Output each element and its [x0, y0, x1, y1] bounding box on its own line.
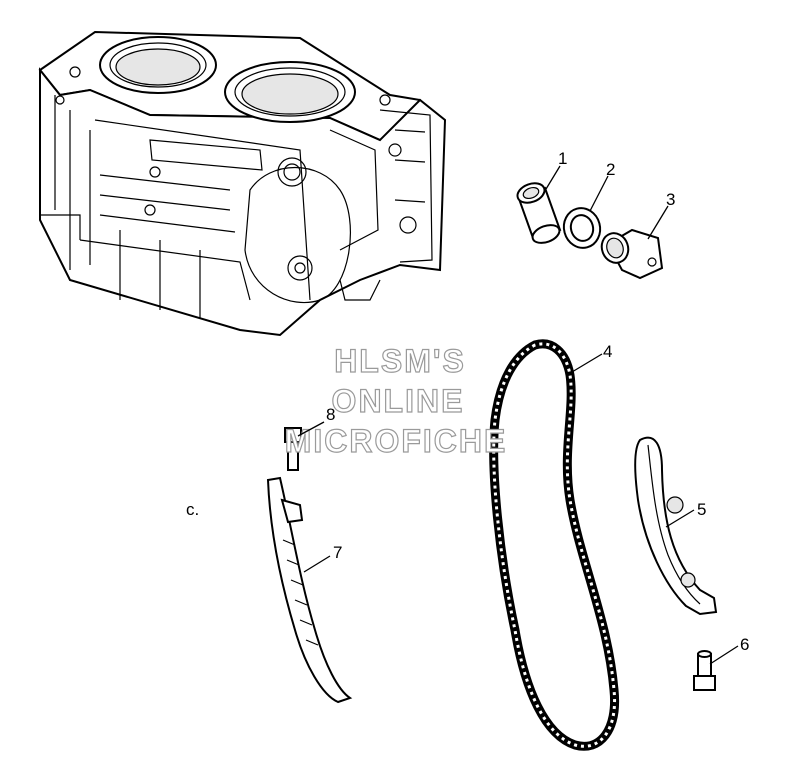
part-3-plug — [600, 228, 664, 280]
leader-3 — [647, 205, 669, 240]
watermark-line-3: MICROFICHE — [285, 423, 508, 459]
watermark-line-1: HLSM'S — [334, 343, 466, 379]
part-5-tensioner-guide — [634, 436, 718, 616]
callout-1: 1 — [558, 149, 567, 168]
callout-5: 5 — [697, 500, 706, 519]
stray-mark: c. — [186, 500, 199, 519]
leader-7 — [303, 555, 331, 573]
watermark-line-2: ONLINE — [332, 383, 465, 419]
callout-8: 8 — [326, 405, 335, 424]
part-7-chain-guide — [266, 476, 353, 704]
part-2-o-ring — [562, 207, 602, 249]
leader-2 — [589, 175, 609, 212]
leader-4 — [571, 353, 603, 373]
engine-block — [38, 30, 447, 337]
leader-8 — [297, 421, 325, 437]
callout-4: 4 — [603, 342, 612, 361]
part-4-timing-chain — [489, 339, 620, 751]
leader-1 — [542, 165, 561, 195]
part-1-bushing — [516, 182, 562, 244]
leader-5 — [665, 509, 695, 528]
callout-7: 7 — [333, 543, 342, 562]
callout-2: 2 — [606, 160, 615, 179]
leader-6 — [709, 645, 739, 665]
callout-6: 6 — [740, 635, 749, 654]
watermark: HLSM'S ONLINE MICROFICHE — [284, 342, 508, 459]
part-6-bolt — [693, 650, 716, 691]
callout-3: 3 — [666, 190, 675, 209]
part-8-bolt — [284, 427, 302, 471]
leader-lines — [297, 165, 739, 665]
